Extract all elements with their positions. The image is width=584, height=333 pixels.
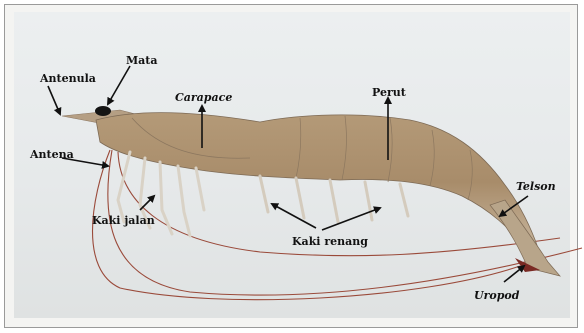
- label-kaki-renang: Kaki renang: [292, 236, 368, 247]
- label-antena: Antena: [30, 149, 74, 160]
- label-carapace: Carapace: [175, 92, 232, 103]
- label-mata: Mata: [126, 55, 158, 66]
- label-perut: Perut: [372, 87, 406, 98]
- label-antenula: Antenula: [40, 73, 96, 84]
- swimming-legs: [260, 176, 408, 222]
- label-uropod: Uropod: [474, 290, 519, 301]
- eye: [95, 106, 111, 116]
- label-telson: Telson: [516, 181, 556, 192]
- label-kaki-jalan: Kaki jalan: [92, 215, 155, 226]
